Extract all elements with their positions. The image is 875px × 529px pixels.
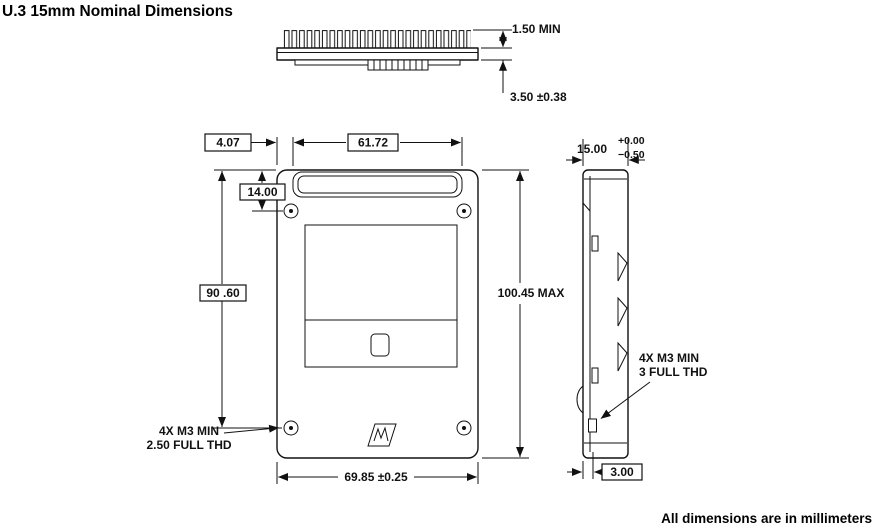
dim-overall-width-label: 69.85 ±0.25 <box>344 470 408 484</box>
dim-stack-height-label: 3.50 ±0.38 <box>510 90 567 104</box>
dim-connector-width-box <box>347 133 399 152</box>
heatsink-fins <box>283 30 471 48</box>
mounting-hole-top-right <box>456 203 472 219</box>
side-screw-hole <box>588 418 597 433</box>
note-bottom-threads: 4X M3 MIN 2.50 FULL THD <box>146 424 279 452</box>
dim-fin-height-label: 1.50 MIN <box>512 22 561 36</box>
emi-clip-3 <box>617 341 628 372</box>
drawing-title: U.3 15mm Nominal Dimensions <box>2 3 233 20</box>
mounting-hole-bottom-right <box>456 420 472 436</box>
dim-side-hole-offset-box <box>601 463 643 481</box>
note-bottom-threads-line2: 2.50 FULL THD <box>146 438 231 452</box>
note-side-threads-line2: 3 FULL THD <box>639 365 708 379</box>
dim-connector-width-label: 61.72 <box>358 136 388 150</box>
note-bottom-threads-line1: 4X M3 MIN <box>159 424 219 438</box>
note-side-threads-line1: 4X M3 MIN <box>639 351 699 365</box>
emi-clip-2 <box>617 296 628 327</box>
dim-overall-height: 100.45 MAX <box>482 169 565 459</box>
top-view-body <box>276 47 479 61</box>
dim-hole-offset-label: 14.00 <box>247 185 277 199</box>
dim-connector-width: 61.72 <box>292 133 463 166</box>
side-slot-upper <box>591 235 599 252</box>
dim-hole-offset-box <box>239 183 286 201</box>
dim-thickness: 15.00 +0.00 −0.50 <box>566 135 645 166</box>
dim-hole-span: 90 .60 <box>199 169 282 429</box>
dim-edge-offset-label: 4.07 <box>216 136 240 150</box>
dim-overall-width: 69.85 ±0.25 <box>276 462 479 484</box>
side-view <box>576 169 629 459</box>
dim-overall-height-label: 100.45 MAX <box>498 286 565 300</box>
dim-hole-offset: 14.00 <box>239 170 286 212</box>
side-bump <box>576 385 584 414</box>
dim-stack-height: 3.50 ±0.38 <box>481 59 567 104</box>
mounting-hole-bottom-left <box>283 420 299 436</box>
dim-thickness-tol-lower: −0.50 <box>618 149 645 161</box>
center-feature <box>370 333 390 357</box>
dim-hole-span-box <box>199 284 247 302</box>
emi-clip-1 <box>617 251 628 282</box>
note-side-threads: 4X M3 MIN 3 FULL THD <box>600 351 708 419</box>
footer-note: All dimensions are in millimeters <box>661 511 872 526</box>
vendor-logo <box>367 423 397 447</box>
dim-hole-span-label: 90 .60 <box>206 286 240 300</box>
dim-thickness-label: 15.00 <box>577 142 607 156</box>
dim-edge-offset: 4.07 <box>204 133 278 165</box>
dim-side-hole-offset-label: 3.00 <box>610 465 634 479</box>
front-view <box>276 169 479 459</box>
connector-slot-inner <box>297 175 458 194</box>
mounting-hole-top-left <box>283 203 299 219</box>
dim-thickness-tol-upper: +0.00 <box>618 135 645 147</box>
top-view <box>276 30 479 71</box>
side-slot-lower <box>591 367 599 384</box>
label-area <box>304 224 458 321</box>
connector-hatch <box>373 60 423 70</box>
dim-side-hole-offset: 3.00 <box>567 452 643 481</box>
dim-fin-height: 1.50 MIN <box>473 22 561 49</box>
